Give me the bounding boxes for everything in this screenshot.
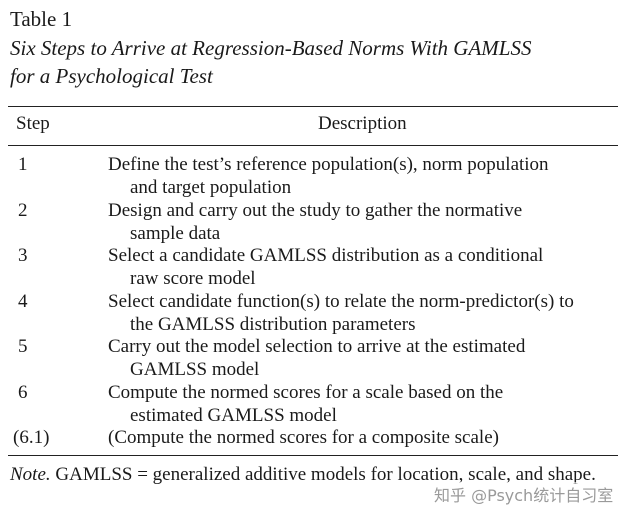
step-number: 5	[18, 336, 28, 357]
column-header-step: Step	[16, 113, 50, 134]
step-description: Select a candidate GAMLSS distribution a…	[108, 244, 620, 290]
step-number: 3	[18, 245, 28, 266]
table-label: Table 1	[10, 7, 73, 31]
description-line-2: GAMLSS model	[130, 359, 260, 380]
table-row: (6.1) (Compute the normed scores for a c…	[0, 426, 627, 456]
description-line-2: the GAMLSS distribution parameters	[130, 313, 416, 335]
description-line-1: Design and carry out the study to gather…	[108, 199, 523, 221]
note-text: GAMLSS = generalized additive models for…	[50, 464, 596, 485]
step-number: 1	[18, 154, 28, 175]
description-line-1: (Compute the normed scores for a composi…	[108, 427, 499, 448]
table-title-line-1: Six Steps to Arrive at Regression-Based …	[10, 36, 532, 60]
step-description: Compute the normed scores for a scale ba…	[108, 381, 620, 427]
step-description: Carry out the model selection to arrive …	[108, 335, 620, 381]
step-number: (6.1)	[13, 427, 50, 448]
step-number: 2	[18, 199, 28, 221]
table-row: 5 Carry out the model selection to arriv…	[0, 335, 627, 381]
table-row: 6 Compute the normed scores for a scale …	[0, 381, 627, 427]
step-number: 6	[18, 381, 28, 403]
description-line-2: and target population	[130, 177, 292, 198]
description-line-1: Select candidate function(s) to relate t…	[108, 290, 574, 312]
table-title-line-2: for a Psychological Test	[10, 64, 213, 88]
description-line-1: Select a candidate GAMLSS distribution a…	[108, 245, 544, 266]
table-top-rule	[8, 106, 618, 107]
table-row: 2 Design and carry out the study to gath…	[0, 199, 627, 245]
table-body: 1 Define the test’s reference population…	[0, 153, 627, 456]
description-line-2: sample data	[130, 222, 221, 244]
table-bottom-rule	[8, 455, 618, 456]
step-description: Select candidate function(s) to relate t…	[108, 290, 620, 336]
column-header-description: Description	[318, 113, 407, 134]
table-row: 3 Select a candidate GAMLSS distribution…	[0, 244, 627, 290]
step-description: (Compute the normed scores for a composi…	[108, 426, 620, 449]
description-line-1: Define the test’s reference population(s…	[108, 154, 549, 175]
step-description: Define the test’s reference population(s…	[108, 153, 620, 199]
table-header-rule	[8, 145, 618, 146]
description-line-1: Compute the normed scores for a scale ba…	[108, 381, 504, 403]
step-description: Design and carry out the study to gather…	[108, 199, 620, 245]
table-row: 4 Select candidate function(s) to relate…	[0, 290, 627, 336]
note-label: Note.	[10, 464, 51, 485]
description-line-2: raw score model	[130, 268, 256, 289]
description-line-1: Carry out the model selection to arrive …	[108, 336, 526, 357]
table-title: Six Steps to Arrive at Regression-Based …	[10, 34, 531, 90]
table-note: Note. GAMLSS = generalized additive mode…	[10, 463, 622, 487]
step-number: 4	[18, 290, 28, 312]
table-row: 1 Define the test’s reference population…	[0, 153, 627, 199]
description-line-2: estimated GAMLSS model	[130, 404, 337, 426]
watermark: 知乎 @Psych统计自习室	[430, 482, 618, 506]
